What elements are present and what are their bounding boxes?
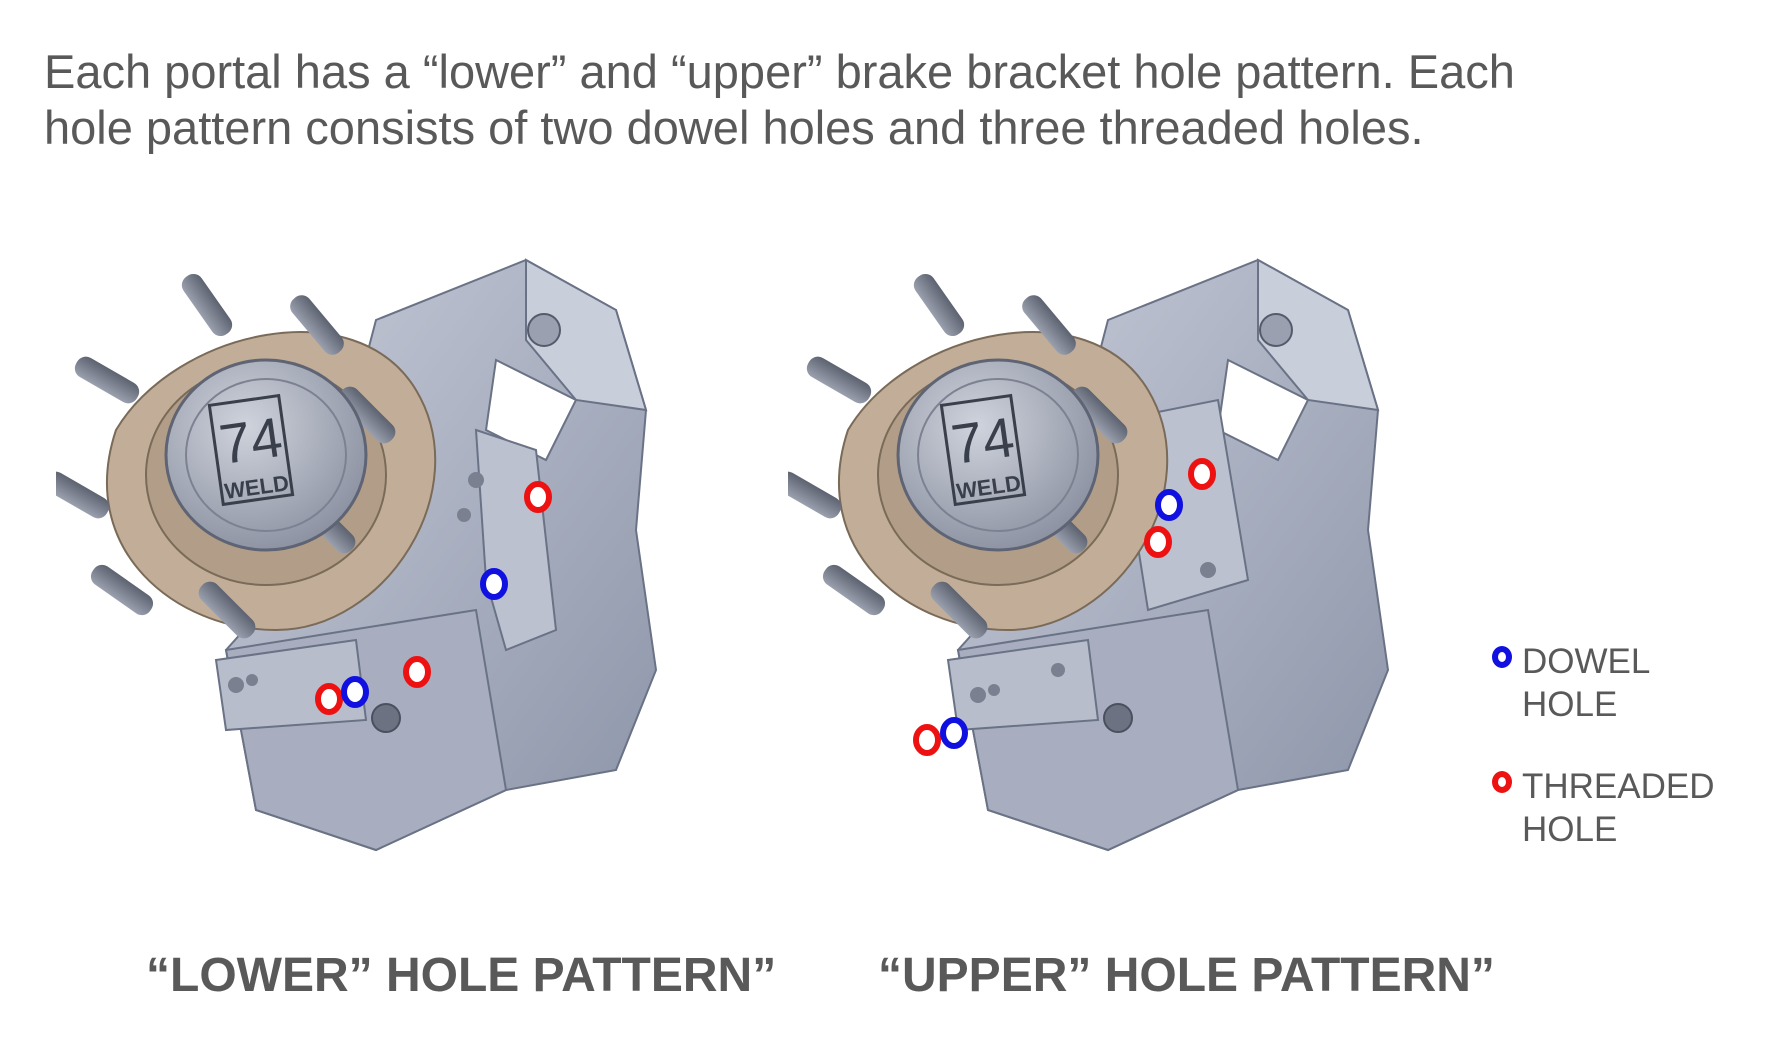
upper-pattern-caption: “UPPER” HOLE PATTERN” (878, 949, 1495, 1002)
threaded-hole-marker (524, 481, 552, 513)
intro-text: Each portal has a “lower” and “upper” br… (44, 44, 1604, 156)
legend-dowel-hole: DOWEL HOLE (1492, 640, 1650, 726)
dowel-hole-marker (1155, 489, 1183, 521)
lower-portal-figure: 74 WELD (56, 250, 816, 910)
threaded-hole-marker (1144, 526, 1172, 558)
lower-portal-render: 74 WELD (56, 258, 658, 852)
threaded-ring-icon (1492, 771, 1512, 793)
legend-dowel-label: DOWEL HOLE (1522, 642, 1651, 724)
legend-threaded-hole: THREADED HOLE (1492, 765, 1715, 851)
upper-portal-figure: 74 WELD (788, 250, 1548, 910)
intro-line-2: hole pattern consists of two dowel holes… (44, 101, 1424, 154)
hole-markers (913, 458, 1216, 756)
threaded-hole-marker (403, 656, 431, 688)
hub-cap: 74 WELD (896, 358, 1100, 552)
legend-threaded-label: THREADED HOLE (1522, 767, 1715, 849)
dowel-hole-marker (940, 717, 968, 749)
dowel-ring-icon (1492, 646, 1512, 668)
threaded-hole-marker (315, 683, 343, 715)
dowel-hole-marker (480, 568, 508, 600)
intro-line-1: Each portal has a “lower” and “upper” br… (44, 45, 1515, 98)
hole-markers (315, 481, 552, 715)
dowel-hole-marker (341, 676, 369, 708)
logo-number: 74 (948, 405, 1018, 476)
wheel-stud-group (788, 273, 1128, 639)
lower-pattern-caption: “LOWER” HOLE PATTERN” (146, 949, 777, 1002)
threaded-hole-marker (913, 724, 941, 756)
upper-portal-render: 74 WELD (788, 258, 1390, 852)
logo-number: 74 (216, 405, 286, 476)
portal-housing (946, 258, 1390, 852)
hub-cap: 74 WELD (164, 358, 368, 552)
threaded-hole-marker (1188, 458, 1216, 490)
